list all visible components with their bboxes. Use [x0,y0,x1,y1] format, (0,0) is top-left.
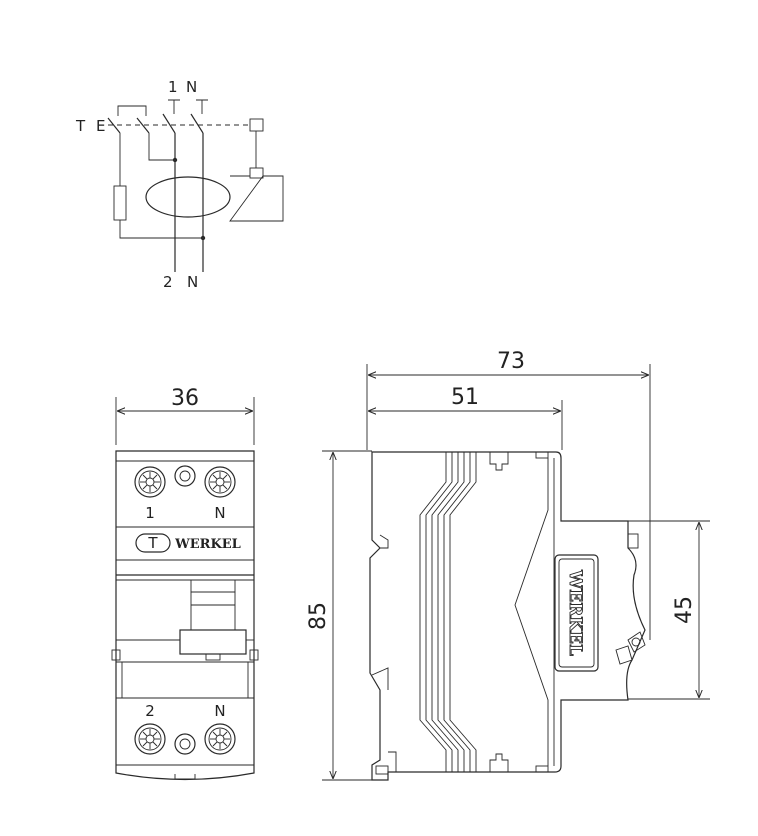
schematic-label-output-n: N [187,273,198,291]
schematic-label-output-2: 2 [163,273,173,291]
side-view: 73 51 85 45 [306,349,710,781]
circuit-schematic: T E 1 N 2 N [75,78,284,291]
rail-dimension: 45 [672,596,697,624]
schematic-label-e: E [96,117,105,135]
bottom-right-screw-icon [204,723,236,755]
schematic-label-input-1: 1 [168,78,178,96]
test-button-label: T [147,534,158,552]
body-depth-dimension: 51 [451,385,479,410]
front-view: 36 1 N T WERKEL 2 [111,386,259,781]
side-brand-label: WERKEL [565,569,585,656]
top-terminal-label-1: 1 [145,504,155,522]
bottom-terminal-label-2: 2 [145,702,155,720]
test-button[interactable] [135,533,171,553]
bottom-terminal-label-n: N [214,702,225,720]
top-terminal-label-n: N [214,504,225,522]
schematic-label-t: T [75,117,86,135]
toggle-lever[interactable] [179,629,247,655]
top-left-screw-icon [134,466,166,498]
top-right-screw-icon [204,466,236,498]
side-brand-plate [554,554,599,672]
front-width-dimension: 36 [171,386,199,411]
height-dimension: 85 [306,602,331,630]
front-brand-label: WERKEL [174,537,241,552]
schematic-label-input-n: N [186,78,197,96]
total-depth-dimension: 73 [497,349,525,374]
bottom-left-screw-icon [134,723,166,755]
